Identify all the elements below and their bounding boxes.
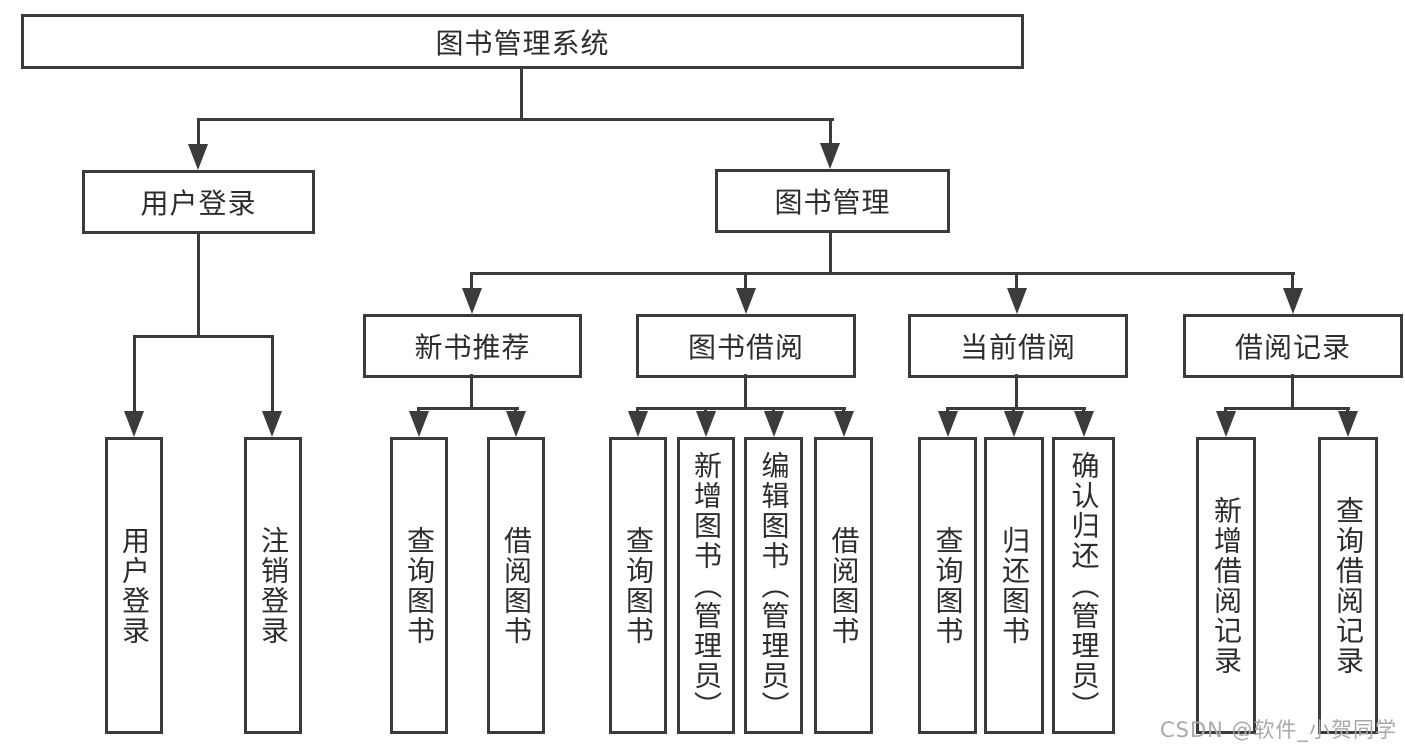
- connector-line: [744, 374, 747, 410]
- connector-arrow: [1283, 288, 1303, 314]
- node-leaf-logout-label: 注销登录: [257, 525, 290, 646]
- node-leaf-nbr-query-book: 查询图书: [390, 437, 448, 734]
- connector-line: [946, 407, 1086, 410]
- connector-line: [197, 231, 200, 335]
- connector-arrow: [409, 411, 429, 437]
- node-leaf-br-add-record: 新增借阅记录: [1196, 437, 1256, 734]
- node-leaf-bb-borrow-book-label: 借阅图书: [827, 525, 861, 646]
- connector-line: [133, 335, 136, 415]
- node-new-book-recommend-label: 新书推荐: [414, 331, 531, 364]
- node-leaf-bb-borrow-book: 借阅图书: [814, 437, 873, 734]
- node-leaf-bb-edit-book-admin-label: 编辑图书（管理员）: [757, 450, 791, 721]
- connector-line: [1224, 407, 1350, 410]
- connector-arrow: [736, 288, 756, 314]
- connector-line: [470, 272, 473, 292]
- node-leaf-bb-query-book: 查询图书: [609, 437, 667, 734]
- connector-arrow: [696, 411, 716, 437]
- connector-line: [1015, 272, 1018, 292]
- connector-arrow: [1338, 411, 1358, 437]
- connector-arrow: [262, 411, 282, 437]
- connector-arrow: [1007, 288, 1027, 314]
- node-leaf-nbr-borrow-book: 借阅图书: [487, 437, 545, 734]
- node-leaf-br-query-record: 查询借阅记录: [1318, 437, 1378, 734]
- connector-line: [1015, 374, 1018, 410]
- node-leaf-nbr-query-book-label: 查询图书: [403, 525, 436, 646]
- connector-line: [520, 67, 523, 121]
- connector-arrow: [820, 143, 840, 169]
- node-leaf-cb-query-book-label: 查询图书: [931, 525, 965, 646]
- node-user-login-label: 用户登录: [140, 187, 257, 220]
- node-root-label: 图书管理系统: [435, 26, 610, 60]
- node-leaf-bb-query-book-label: 查询图书: [622, 525, 655, 646]
- node-leaf-logout: 注销登录: [244, 437, 302, 734]
- node-leaf-br-add-record-label: 新增借阅记录: [1210, 495, 1243, 676]
- watermark-text: CSDN @软件_小贺同学: [1160, 718, 1398, 742]
- node-root: 图书管理系统: [21, 14, 1024, 69]
- connector-line: [829, 230, 832, 275]
- node-borrowing-records-label: 借阅记录: [1234, 331, 1351, 364]
- connector-arrow: [124, 411, 144, 437]
- node-leaf-bb-edit-book-admin: 编辑图书（管理员）: [744, 437, 803, 734]
- connector-line: [829, 118, 832, 146]
- connector-arrow: [1004, 411, 1024, 437]
- connector-arrow: [764, 411, 784, 437]
- connector-line: [744, 272, 747, 292]
- connector-arrow: [938, 411, 958, 437]
- connector-arrow: [462, 288, 482, 314]
- node-borrowing-records: 借阅记录: [1183, 314, 1403, 378]
- connector-line: [417, 407, 519, 410]
- node-book-management-label: 图书管理: [774, 186, 891, 219]
- connector-arrow: [628, 411, 648, 437]
- node-new-book-recommend: 新书推荐: [363, 314, 582, 378]
- node-book-borrowing-label: 图书借阅: [687, 331, 804, 364]
- node-leaf-nbr-borrow-book-label: 借阅图书: [500, 525, 533, 646]
- node-user-login: 用户登录: [82, 170, 315, 234]
- node-leaf-br-query-record-label: 查询借阅记录: [1332, 495, 1365, 676]
- node-current-borrowing: 当前借阅: [908, 314, 1128, 378]
- node-leaf-bb-add-book-admin: 新增图书（管理员）: [677, 437, 735, 734]
- connector-arrow: [834, 411, 854, 437]
- connector-arrow: [188, 144, 208, 170]
- connector-line: [470, 374, 473, 410]
- connector-line: [197, 118, 200, 148]
- connector-line: [133, 335, 274, 338]
- node-leaf-cb-return-book: 归还图书: [984, 437, 1044, 734]
- connector-arrow: [1216, 411, 1236, 437]
- connector-line: [1291, 272, 1294, 292]
- node-book-management: 图书管理: [715, 169, 950, 233]
- connector-line: [271, 335, 274, 415]
- connector-line: [636, 407, 846, 410]
- node-leaf-cb-query-book: 查询图书: [918, 437, 977, 734]
- node-leaf-user-login-label: 用户登录: [118, 525, 151, 646]
- connector-line: [197, 118, 834, 121]
- node-leaf-cb-confirm-return-admin-label: 确认归还（管理员）: [1067, 450, 1101, 721]
- connector-arrow: [1074, 411, 1094, 437]
- node-leaf-user-login: 用户登录: [105, 437, 163, 734]
- node-current-borrowing-label: 当前借阅: [959, 331, 1076, 364]
- node-leaf-cb-return-book-label: 归还图书: [998, 525, 1031, 646]
- connector-line: [470, 272, 1295, 275]
- connector-arrow: [506, 411, 526, 437]
- node-leaf-bb-add-book-admin-label: 新增图书（管理员）: [690, 450, 723, 721]
- node-leaf-cb-confirm-return-admin: 确认归还（管理员）: [1052, 437, 1115, 734]
- node-book-borrowing: 图书借阅: [636, 314, 856, 378]
- connector-line: [1291, 374, 1294, 410]
